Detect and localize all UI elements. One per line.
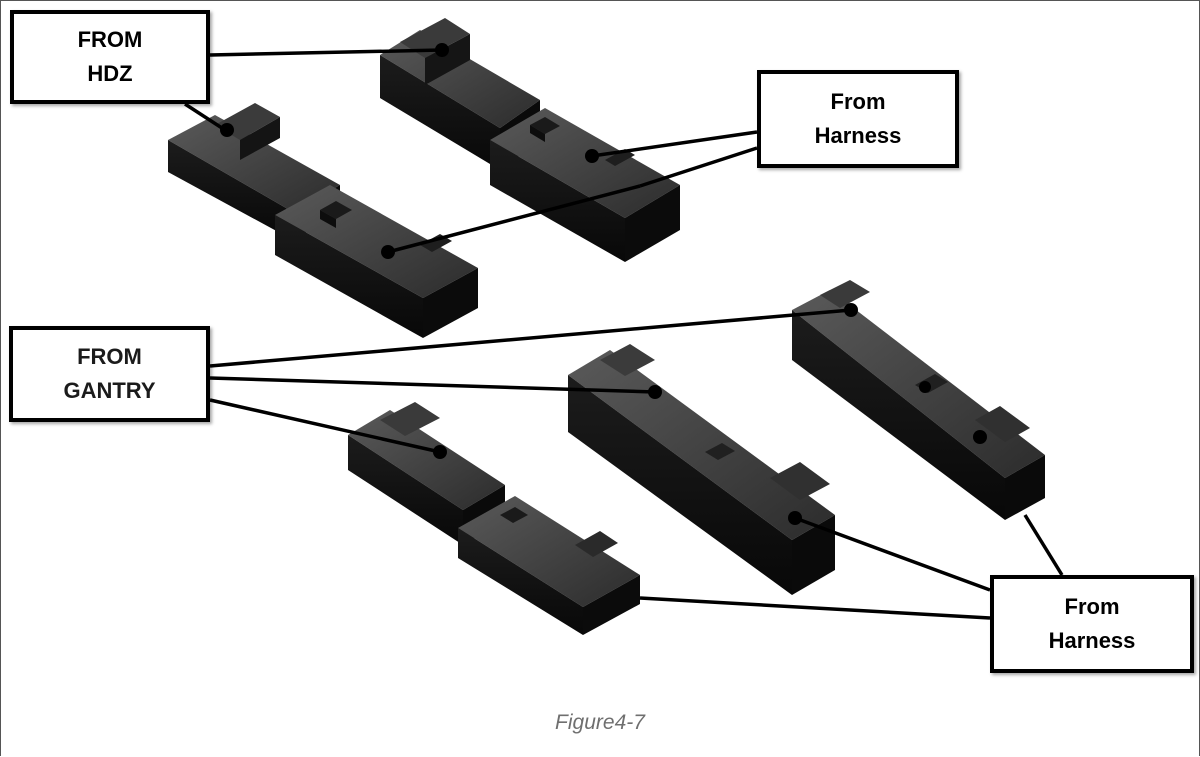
wire-harness-top-3 <box>387 184 641 254</box>
wire-hdz-2 <box>184 102 226 132</box>
figure-caption: Figure4-7 <box>555 711 645 734</box>
label-from-hdz: FROM HDZ <box>10 10 210 104</box>
wire-hdz-1 <box>209 48 443 57</box>
terminal-dot <box>788 511 802 525</box>
connector-upper-right-housing <box>490 108 680 262</box>
wire-harness-top-1 <box>591 130 758 158</box>
wires <box>184 48 1064 620</box>
wire-harness-bottom-2 <box>794 516 991 592</box>
terminal-dot <box>220 123 234 137</box>
connector-lower-middle <box>568 344 835 595</box>
wire-gantry-1 <box>209 308 852 368</box>
wire-harness-bottom-3 <box>639 596 991 620</box>
terminal-dot <box>433 445 447 459</box>
terminal-dot <box>919 381 931 393</box>
connector-upper-left-housing <box>275 185 478 338</box>
terminal-dot <box>435 43 449 57</box>
wire-gantry-3 <box>209 398 441 454</box>
terminal-dot <box>381 245 395 259</box>
terminal-dot <box>585 149 599 163</box>
label-from-harness-bottom: From Harness <box>990 575 1194 673</box>
label-from-harness-top: From Harness <box>757 70 959 168</box>
wire-terminals <box>220 43 987 525</box>
terminal-dot <box>844 303 858 317</box>
wire-harness-top-2 <box>639 146 758 188</box>
wire-gantry-2 <box>209 376 656 394</box>
connector-lower-left-housing <box>458 496 640 635</box>
label-from-gantry: FROM GANTRY <box>9 326 210 422</box>
terminal-dot <box>973 430 987 444</box>
wire-harness-bottom-1 <box>1023 514 1064 576</box>
terminal-dot <box>648 385 662 399</box>
